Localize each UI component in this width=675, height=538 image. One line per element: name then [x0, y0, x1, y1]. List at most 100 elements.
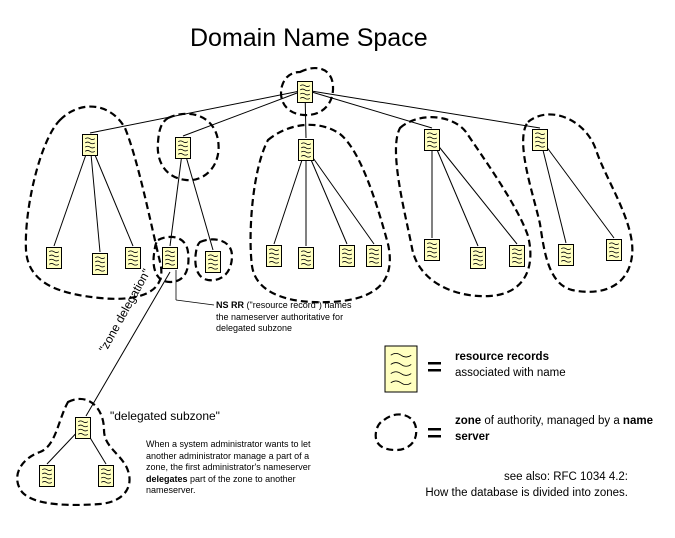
- resource-record-icon: [297, 81, 313, 103]
- record-scribble: [94, 269, 106, 272]
- record-scribble: [341, 261, 353, 264]
- record-scribble: [560, 260, 572, 263]
- record-scribble: [48, 263, 60, 266]
- record-scribble: [207, 258, 219, 262]
- record-scribble: [77, 433, 89, 436]
- record-scribble: [177, 144, 189, 148]
- record-scribble: [608, 242, 620, 245]
- record-scribble: [472, 263, 484, 266]
- record-scribble: [100, 476, 112, 480]
- legend-rr-text: associated with name: [455, 367, 566, 379]
- record-scribble: [94, 260, 106, 264]
- zone-b2: [194, 238, 234, 282]
- tree-edges: [46, 89, 615, 465]
- record-scribble: [177, 148, 189, 152]
- resource-record-icon: [298, 247, 314, 269]
- record-scribble: [77, 424, 89, 428]
- resource-record-icon: [298, 139, 314, 161]
- record-scribble: [511, 261, 523, 264]
- delegation-note-text-2: part of the zone to another nameserver.: [146, 473, 296, 496]
- record-scribble: [84, 150, 96, 153]
- record-scribble: [299, 97, 311, 100]
- zone-subzone: [16, 397, 131, 507]
- record-scribble: [472, 250, 484, 253]
- record-sheet: [46, 247, 62, 269]
- record-scribble: [48, 254, 60, 258]
- record-scribble: [299, 84, 311, 87]
- record-scribble: [426, 145, 438, 148]
- record-icons: [39, 81, 622, 487]
- tree-edge: [305, 147, 348, 245]
- record-scribble: [300, 250, 312, 253]
- ns-rr-annotation: NS RR ("resource record") names the name…: [216, 300, 366, 335]
- record-sheet: [470, 247, 486, 269]
- tree-edge: [273, 147, 307, 245]
- record-scribble: [390, 380, 412, 386]
- record-scribble: [534, 145, 546, 148]
- record-sheet: [298, 139, 314, 161]
- record-sheet: [509, 245, 525, 267]
- record-sheet: [384, 345, 418, 393]
- record-sheet: [424, 239, 440, 261]
- delegation-edge: [85, 271, 171, 417]
- record-scribble: [472, 258, 484, 262]
- record-scribble: [164, 263, 176, 266]
- record-sheet: [558, 244, 574, 266]
- record-sheet: [532, 129, 548, 151]
- record-scribble: [472, 254, 484, 258]
- page-title: Domain Name Space: [190, 24, 428, 52]
- delegation-note-text-1: When a system administrator wants to let…: [146, 439, 311, 472]
- record-scribble: [511, 248, 523, 251]
- resource-record-icon: [92, 253, 108, 275]
- zone-e: [522, 113, 634, 293]
- resource-record-icon: [205, 251, 221, 273]
- see-also-line-1: see also: RFC 1034 4.2:: [503, 471, 628, 483]
- record-scribble: [48, 250, 60, 253]
- record-scribble: [560, 251, 572, 255]
- ns-rr-bold: NS RR: [216, 300, 245, 310]
- record-scribble: [511, 256, 523, 260]
- record-scribble: [426, 140, 438, 144]
- record-scribble: [41, 476, 53, 480]
- record-scribble: [48, 258, 60, 262]
- resource-record-icon: [424, 239, 440, 261]
- equals-bar: [428, 362, 441, 365]
- zone-d: [394, 116, 532, 298]
- record-sheet: [125, 247, 141, 269]
- record-scribble: [164, 258, 176, 262]
- record-scribble: [177, 153, 189, 156]
- record-scribble: [77, 428, 89, 432]
- resource-record-icon: [532, 129, 548, 151]
- legend-name-server-bold: name server: [455, 415, 653, 443]
- record-scribble: [534, 132, 546, 135]
- record-scribble: [368, 248, 380, 251]
- record-scribble: [300, 146, 312, 150]
- record-scribble: [300, 254, 312, 258]
- record-scribble: [560, 255, 572, 259]
- record-scribble: [608, 255, 620, 258]
- zone-b: [156, 112, 220, 182]
- tree-edge: [304, 89, 541, 129]
- see-also-note: see also: RFC 1034 4.2:How the database …: [380, 469, 628, 501]
- record-sheet: [82, 134, 98, 156]
- resource-record-icon: [606, 239, 622, 261]
- record-sheet: [75, 417, 91, 439]
- legend-record-icon: [384, 345, 418, 393]
- record-sheet: [339, 245, 355, 267]
- record-scribble: [534, 136, 546, 140]
- record-sheet: [175, 137, 191, 159]
- record-sheet: [266, 245, 282, 267]
- record-scribble: [341, 256, 353, 260]
- resource-record-icon: [98, 465, 114, 487]
- record-scribble: [426, 246, 438, 250]
- record-scribble: [207, 254, 219, 257]
- zone-c: [249, 123, 391, 304]
- record-scribble: [177, 140, 189, 143]
- record-scribble: [511, 252, 523, 256]
- record-scribble: [41, 481, 53, 484]
- record-scribble: [41, 472, 53, 476]
- record-scribble: [426, 255, 438, 258]
- record-sheet: [39, 465, 55, 487]
- record-sheet: [98, 465, 114, 487]
